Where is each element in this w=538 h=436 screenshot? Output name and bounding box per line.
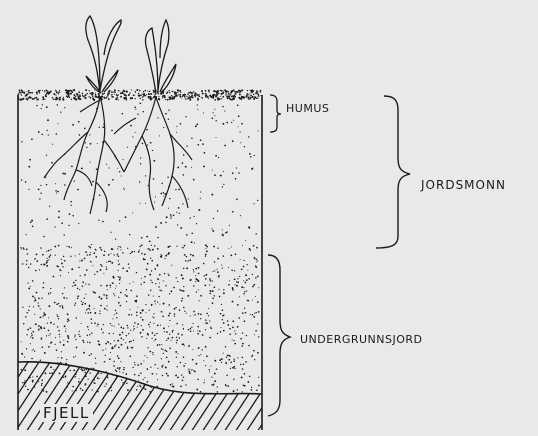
- plant-right: [145, 20, 176, 94]
- undergrunnsjord-brace: [268, 255, 290, 416]
- fjell-label: Fjell: [40, 404, 93, 422]
- topsoil-layer: [21, 102, 259, 245]
- humus-bracket: [270, 95, 281, 132]
- jordsmonn-label: Jordsmonn: [421, 178, 506, 192]
- jordsmonn-brace: [376, 96, 410, 248]
- roots-left: [44, 96, 124, 214]
- humus-label: Humus: [286, 102, 329, 115]
- roots-right: [114, 97, 192, 210]
- undergrunnsjord-label: Undergrunnsjord: [300, 333, 423, 346]
- plant-left: [86, 16, 121, 93]
- humus-layer: [17, 89, 261, 101]
